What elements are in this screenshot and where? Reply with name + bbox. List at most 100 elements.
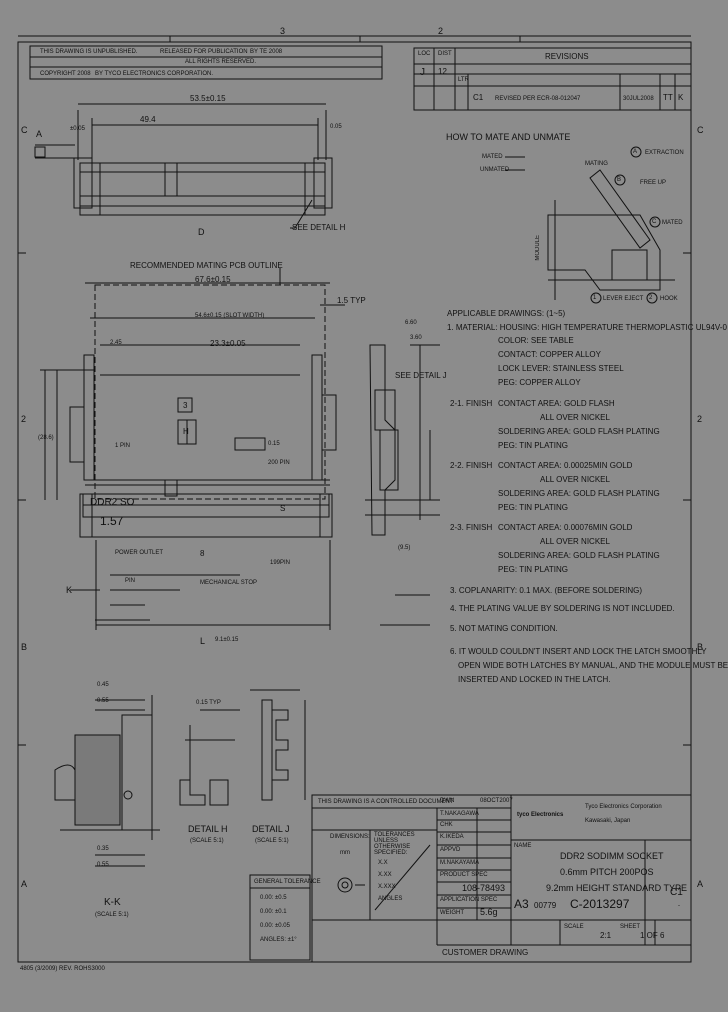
front-dim-top: 67.6±0.15	[195, 275, 231, 284]
front-dim-l: L	[200, 636, 206, 646]
note-22c: SOLDERING AREA: GOLD FLASH PLATING	[498, 489, 660, 498]
gen-tol-r3: 0.00: ±0.05	[260, 923, 290, 929]
header-by-te: BY TE 2008	[250, 49, 283, 55]
note-22: 2-2. FINISH	[450, 461, 493, 470]
kk-dim-3: 0.35	[97, 846, 109, 852]
kk-dim-1: 0.45	[97, 682, 109, 688]
front-mech-stop: MECHANICAL STOP	[200, 580, 258, 586]
rev-ltr: LTR	[458, 77, 469, 83]
note-23: 2-3. FINISH	[450, 523, 493, 532]
note-1d: LOCK LEVER: STAINLESS STEEL	[498, 364, 624, 373]
tb-name: NAME	[514, 843, 532, 849]
tb-customer: CUSTOMER DRAWING	[442, 948, 529, 957]
zone-c-right: C	[697, 125, 704, 135]
detail-h-scale: (SCALE 5:1)	[190, 838, 224, 844]
mate-step-a: A	[633, 149, 638, 155]
front-s-label: S	[280, 504, 286, 513]
tb-weight: WEIGHT	[440, 910, 464, 916]
mate-step-c: C	[652, 219, 657, 225]
front-dim-bottom: 9.1±0.15	[215, 637, 239, 643]
tb-chk-name: K.IKEDA	[440, 834, 464, 840]
tb-title1: DDR2 SODIMM SOCKET	[560, 851, 664, 861]
tb-tol-label: TOLERANCES UNLESS OTHERWISE SPECIFIED:	[374, 832, 415, 856]
tb-title2: 0.6mm PITCH 200POS	[560, 867, 654, 877]
zone-2: 2	[438, 26, 444, 36]
mate-free-up: FREE UP	[640, 180, 667, 186]
mate-step-b: B	[617, 177, 622, 183]
tb-appvd-name: M.NAKAYAMA	[440, 860, 480, 866]
mate-module: MODULE	[535, 235, 541, 261]
front-pin1: 1 PIN	[115, 443, 131, 449]
front-pin-label: PIN	[125, 578, 136, 584]
tb-app-spec: APPLICATION SPEC	[440, 897, 498, 903]
front-dim-8: 8	[200, 549, 205, 558]
mate-mated: MATED	[482, 154, 503, 160]
header-released: RELEASED FOR PUBLICATION	[160, 49, 248, 55]
rev-dist-label: DIST	[438, 51, 452, 57]
detail-j-title: DETAIL J	[252, 824, 290, 834]
tb-angles: ANGLES	[378, 896, 403, 902]
zone-c-left: C	[21, 125, 28, 135]
tb-x1: X.X	[378, 860, 388, 866]
zone-b-left: B	[21, 642, 28, 652]
mate-mated2: MATED	[662, 220, 683, 226]
front-see-detail-j: SEE DETAIL J	[395, 371, 447, 380]
detail-j-scale: (SCALE 5:1)	[255, 838, 289, 844]
top-dim-overall: 53.5±0.15	[190, 94, 226, 103]
front-dim-k: K	[66, 585, 73, 595]
note-6c: INSERTED AND LOCKED IN THE LATCH.	[458, 675, 611, 684]
tb-weight-val: 5.6g	[480, 907, 498, 917]
rev-dist-value: 12	[438, 67, 447, 76]
mate-title: HOW TO MATE AND UNMATE	[446, 132, 571, 142]
note-title: APPLICABLE DRAWINGS: (1~5)	[447, 309, 566, 318]
mate-step-1: 1	[593, 295, 597, 301]
zone-2-right: 2	[697, 414, 703, 424]
gen-tol-r2: 0.00: ±0.1	[260, 909, 287, 915]
top-see-detail: SEE DETAIL H	[292, 223, 346, 232]
zone-3: 3	[280, 26, 286, 36]
rev-row-apvd: K	[678, 93, 684, 102]
tb-dwn: DWN	[440, 798, 455, 804]
tb-dwn-date: 08OCT2007	[480, 798, 513, 804]
front-power-outlet: POWER OUTLET	[115, 550, 164, 556]
front-dim-slot: 54.6±0.15 (SLOT WIDTH)	[195, 313, 265, 319]
kk-scale: (SCALE 5:1)	[95, 912, 129, 918]
note-1b: COLOR: SEE TABLE	[498, 336, 574, 345]
note-6b: OPEN WIDE BOTH LATCHES BY MANUAL, AND TH…	[458, 661, 728, 670]
rev-title: REVISIONS	[545, 52, 589, 61]
front-dim-23: 23.3±0.05	[210, 339, 246, 348]
tb-cage: 00779	[534, 901, 557, 910]
front-dim-3-60: 3.60	[410, 335, 422, 341]
top-label-a: A	[36, 129, 43, 139]
front-dim-0-15: 0.15	[268, 441, 280, 447]
kk-dim-4: 0.55	[97, 862, 109, 868]
front-dim-1-5: 1.5 TYP	[337, 296, 366, 305]
footer-form: 4805 (3/2009) REV. ROHS3000	[20, 966, 105, 972]
rev-loc-value: J	[420, 67, 425, 78]
top-dim-right: 0.05	[330, 124, 342, 130]
front-dim-1-57: 1.57	[100, 514, 124, 528]
note-22b: ALL OVER NICKEL	[540, 475, 610, 484]
top-dim-inner: 49.4	[140, 115, 156, 124]
kk-dim-2: 0.55	[97, 698, 109, 704]
tb-title3: 9.2mm HEIGHT STANDARD TYPE	[546, 883, 688, 893]
note-1: 1. MATERIAL: HOUSING: HIGH TEMPERATURE T…	[447, 323, 727, 332]
rev-row-date: 30JUL2008	[623, 96, 654, 102]
tb-prod-spec: PRODUCT SPEC	[440, 872, 488, 878]
note-23a: CONTACT AREA: 0.00076MIN GOLD	[498, 523, 633, 532]
mate-step-2: 2	[649, 295, 653, 301]
gen-tol-r4: ANGLES: ±1°	[260, 937, 297, 943]
kk-title: K-K	[104, 897, 121, 908]
zone-2-left: 2	[21, 414, 27, 424]
tb-appvd: APPVD	[440, 847, 461, 853]
zone-b-right: B	[697, 642, 704, 652]
note-23c: SOLDERING AREA: GOLD FLASH PLATING	[498, 551, 660, 560]
header-copyright: COPYRIGHT 2008	[40, 71, 91, 77]
detail-h-title: DETAIL H	[188, 824, 228, 834]
mate-hook: HOOK	[660, 296, 678, 302]
tb-x2: X.XX	[378, 872, 392, 878]
note-22d: PEG: TIN PLATING	[498, 503, 568, 512]
mate-unmated: UNMATED	[480, 167, 510, 173]
tb-sheet-val: 1 OF 6	[640, 931, 665, 940]
top-label-d: D	[198, 227, 205, 237]
